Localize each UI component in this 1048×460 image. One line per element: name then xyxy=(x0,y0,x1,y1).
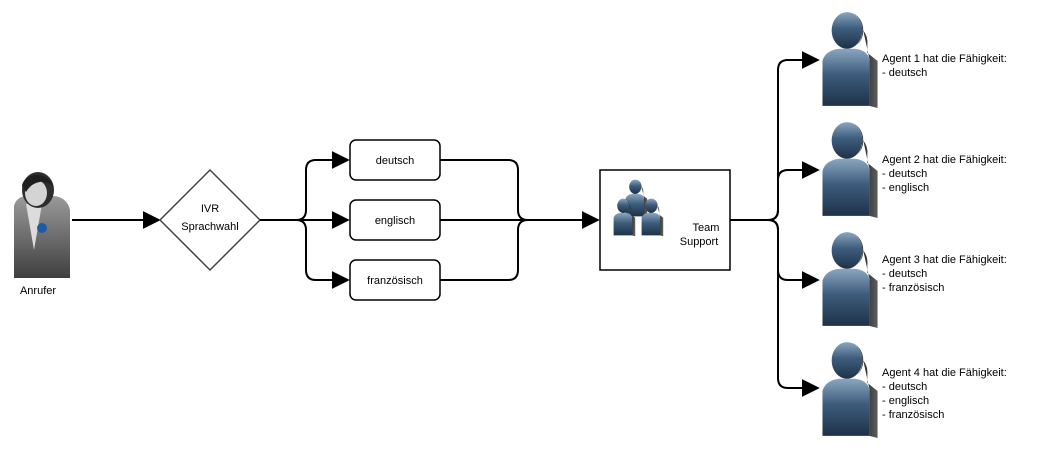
agent-4[interactable]: Agent 4 hat die Fähigkeit: - deutsch - e… xyxy=(822,342,1007,438)
ivr-label-bottom: Sprachwahl xyxy=(181,221,238,233)
caller-figure: Anrufer xyxy=(14,172,70,297)
agent-1[interactable]: Agent 1 hat die Fähigkeit: - deutsch xyxy=(822,12,1007,108)
ivr-diamond xyxy=(158,168,262,272)
edge-team-agent4 xyxy=(767,219,820,397)
agent-skill: - englisch xyxy=(882,395,929,407)
agent-icon xyxy=(822,12,878,108)
female-user-icon xyxy=(14,172,70,278)
agent-skill: - englisch xyxy=(882,182,929,194)
language-label: englisch xyxy=(375,215,415,227)
agent-icon xyxy=(822,122,878,218)
edge-ivr-deutsch xyxy=(260,151,350,221)
language-option-deutsch[interactable]: deutsch xyxy=(349,139,441,181)
edges-ivr-languages xyxy=(260,151,350,289)
language-option-franzoesisch[interactable]: französisch xyxy=(349,259,441,301)
ivr-node[interactable]: IVR Sprachwahl xyxy=(158,168,262,272)
agent-3[interactable]: Agent 3 hat die Fähigkeit: - deutsch - f… xyxy=(822,232,1007,328)
agent-skill: - deutsch xyxy=(882,67,927,79)
team-label-bottom: Support xyxy=(680,236,719,248)
edges-team-agents xyxy=(730,51,820,397)
edge-team-agent3 xyxy=(767,219,820,289)
language-option-englisch[interactable]: englisch xyxy=(349,199,441,241)
edge-franzoesisch-team xyxy=(440,219,529,281)
agent-skill: - deutsch xyxy=(882,268,927,280)
team-support-node[interactable]: Team Support xyxy=(599,169,731,271)
edge-team-agent1 xyxy=(730,51,820,221)
ivr-label-top: IVR xyxy=(201,203,219,215)
agent-icon xyxy=(822,232,878,328)
language-label: französisch xyxy=(367,275,423,287)
edge-deutsch-team xyxy=(440,159,529,221)
agent-title: Agent 2 hat die Fähigkeit: xyxy=(882,154,1007,166)
agent-title: Agent 4 hat die Fähigkeit: xyxy=(882,367,1007,379)
agent-skill: - französisch xyxy=(882,409,944,421)
edge-ivr-franzoesisch xyxy=(295,219,350,289)
edges-languages-team xyxy=(440,159,600,281)
agent-2[interactable]: Agent 2 hat die Fähigkeit: - deutsch - e… xyxy=(822,122,1007,218)
agent-skill: - französisch xyxy=(882,282,944,294)
caller-label: Anrufer xyxy=(20,285,56,297)
agent-title: Agent 1 hat die Fähigkeit: xyxy=(882,53,1007,65)
agent-skill: - deutsch xyxy=(882,168,927,180)
agent-title: Agent 3 hat die Fähigkeit: xyxy=(882,254,1007,266)
agent-icon xyxy=(822,342,878,438)
team-label-top: Team xyxy=(693,222,720,234)
edge-team-agent2 xyxy=(767,161,820,221)
agent-skill: - deutsch xyxy=(882,381,927,393)
language-label: deutsch xyxy=(376,155,415,167)
